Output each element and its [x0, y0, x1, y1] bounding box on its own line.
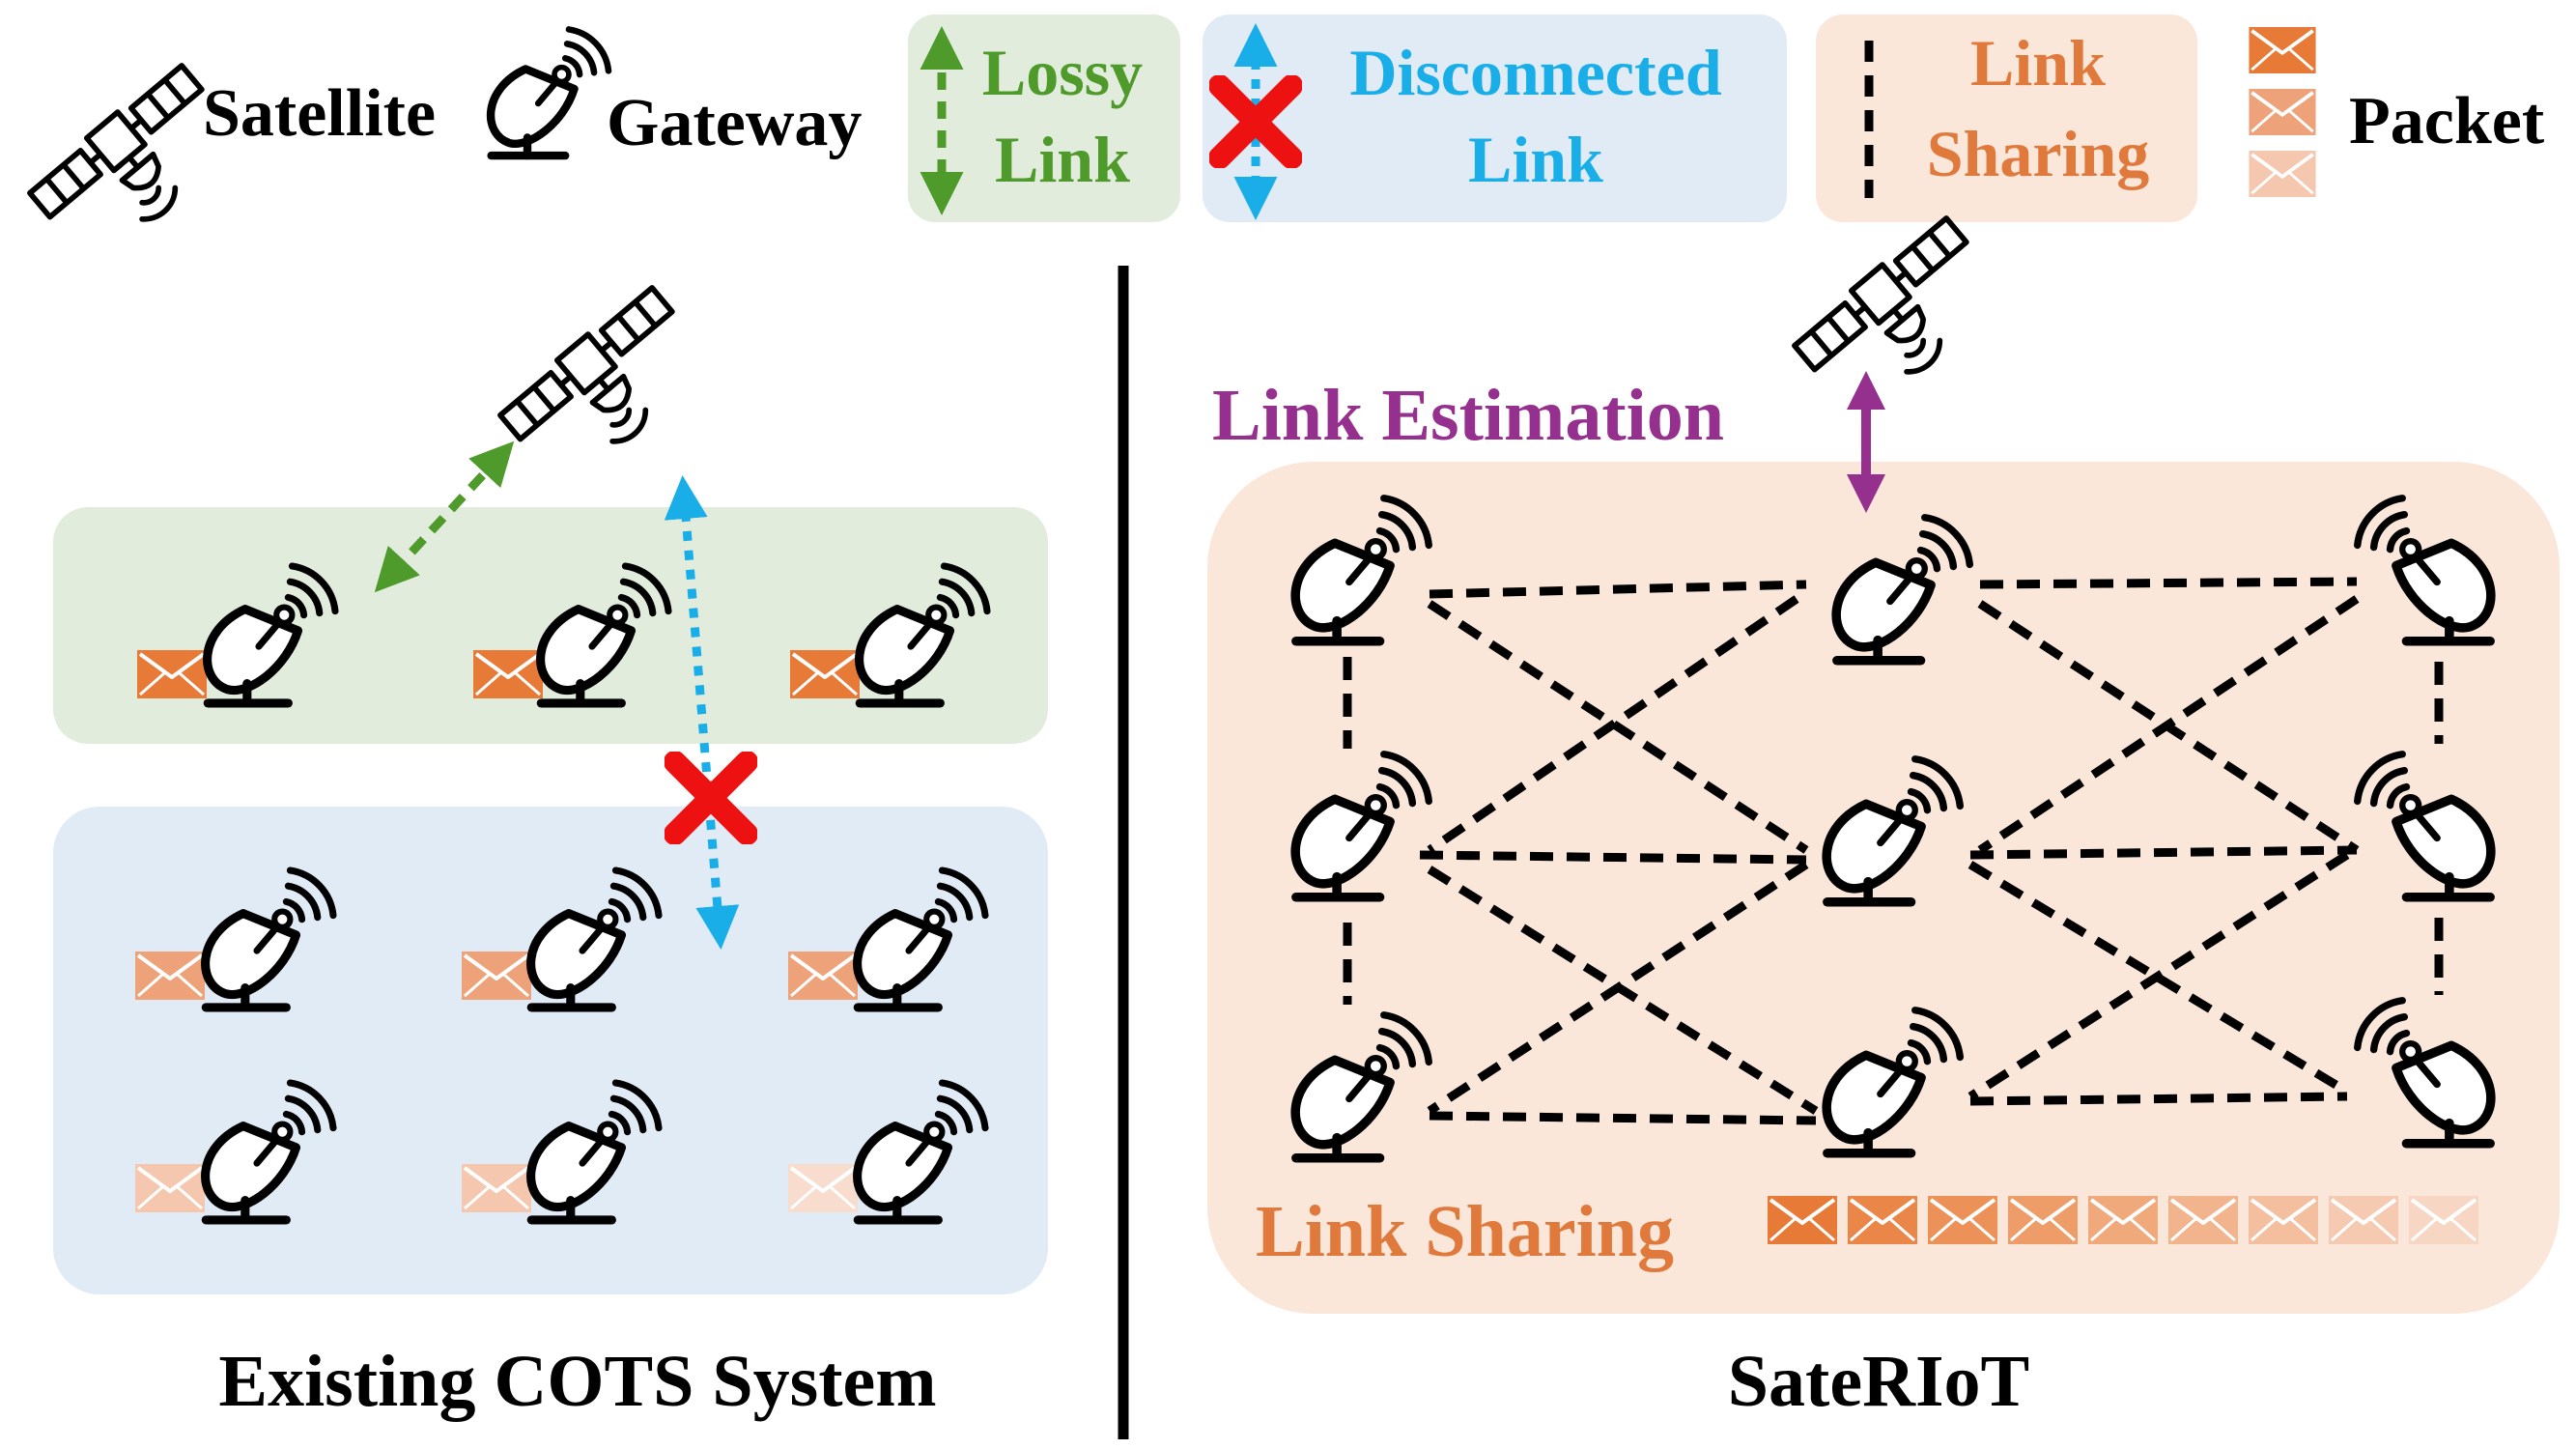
packet-icon — [135, 1164, 205, 1212]
legend-packet-icon — [2249, 89, 2316, 135]
legend-disconnected-line2: Link — [1468, 123, 1603, 196]
packet-icon — [462, 952, 531, 1000]
legend-disconnected-link-box — [1203, 14, 1787, 222]
packet-icon — [1768, 1196, 1837, 1244]
legend-packet-label: Packet — [2349, 84, 2544, 158]
legend-satellite-icon — [26, 62, 227, 247]
packet-icon — [2409, 1196, 2478, 1244]
packet-row — [1768, 1196, 2478, 1244]
disconnected-link-arrow — [664, 475, 740, 950]
legend: Satellite Gateway Lossy Link Disconnecte… — [26, 14, 2544, 247]
packet-icon — [462, 1164, 531, 1212]
left-panel: Existing COTS System — [53, 284, 1048, 1422]
packet-icon — [2008, 1196, 2078, 1244]
link-estimation-label: Link Estimation — [1212, 375, 1724, 456]
right-panel: Link Estimation — [1207, 214, 2560, 1422]
packet-icon — [788, 952, 858, 1000]
packet-icon — [2168, 1196, 2238, 1244]
link-sharing-mesh — [1343, 577, 2444, 1125]
legend-packet-icon — [2249, 151, 2316, 197]
link-sharing-region — [1207, 462, 2560, 1314]
packet-icon — [2249, 1196, 2318, 1244]
packet-icon — [137, 650, 207, 698]
legend-link-sharing-box — [1816, 14, 2197, 222]
packet-icon — [788, 1164, 858, 1212]
packet-icon — [1848, 1196, 1917, 1244]
legend-lossy-line2: Link — [995, 123, 1130, 196]
packet-icon — [2329, 1196, 2398, 1244]
legend-lossy-line1: Lossy — [982, 36, 1143, 109]
packet-icon — [135, 952, 205, 1000]
legend-sharing-line2: Sharing — [1927, 117, 2150, 190]
left-satellite-icon — [496, 284, 697, 469]
packet-icon — [1928, 1196, 1997, 1244]
right-panel-caption: SateRIoT — [1728, 1341, 2029, 1422]
link-sharing-label: Link Sharing — [1256, 1191, 1674, 1272]
legend-gateway-label: Gateway — [607, 86, 862, 160]
legend-satellite-label: Satellite — [203, 76, 436, 151]
legend-gateway-icon — [491, 29, 609, 156]
packet-icon — [473, 650, 543, 698]
left-panel-caption: Existing COTS System — [218, 1341, 936, 1422]
legend-disconnected-line1: Disconnected — [1349, 36, 1721, 109]
packet-icon — [790, 650, 860, 698]
legend-lossy-link-box — [908, 14, 1180, 222]
legend-sharing-line1: Link — [1970, 26, 2106, 99]
legend-packet-icon — [2249, 27, 2316, 73]
right-satellite-icon — [1791, 214, 1992, 400]
packet-icon — [2088, 1196, 2158, 1244]
